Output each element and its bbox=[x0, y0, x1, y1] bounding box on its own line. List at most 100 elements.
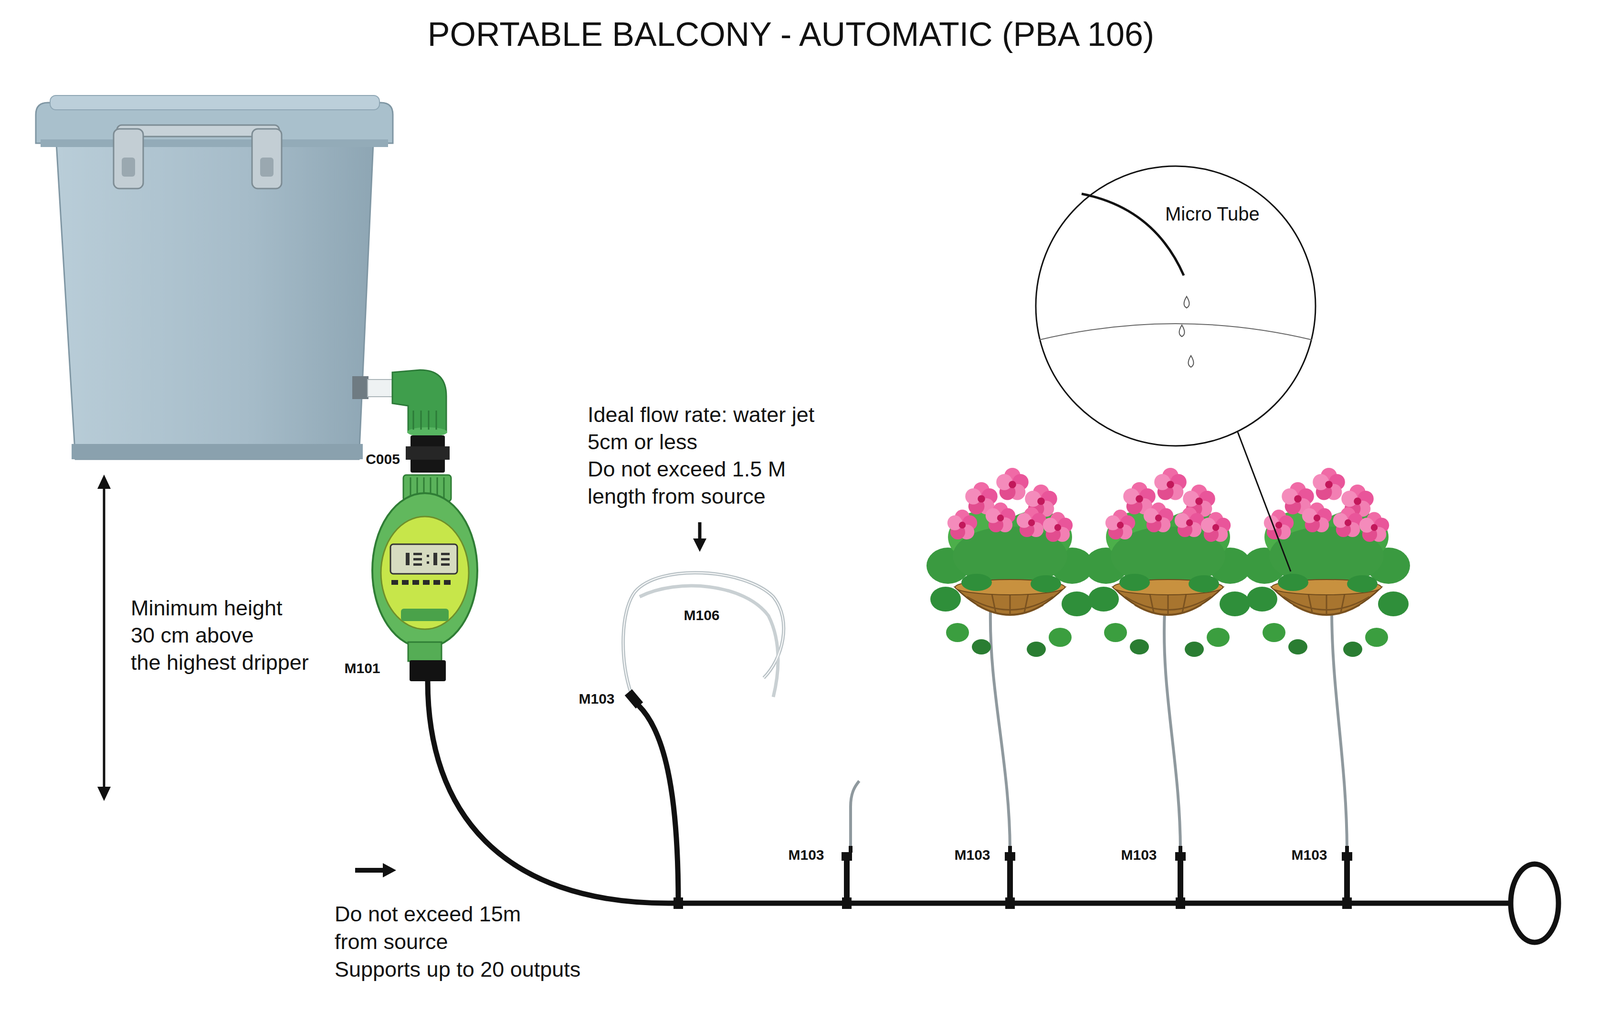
hanging-plants bbox=[926, 467, 1411, 657]
water-tank bbox=[56, 143, 374, 460]
flow-arrow bbox=[355, 867, 385, 873]
note-text: Minimum height 30 cm above the highest d… bbox=[130, 594, 309, 676]
hanging-plants bbox=[1084, 467, 1252, 657]
m106-coil bbox=[623, 572, 784, 694]
tee-connectors bbox=[1344, 859, 1350, 904]
water-timer bbox=[441, 563, 450, 566]
part-number: M103 bbox=[578, 690, 615, 708]
leader-line bbox=[1237, 431, 1291, 572]
diagram-title: PORTABLE BALCONY - AUTOMATIC (PBA 106) bbox=[427, 14, 1155, 55]
water-timer bbox=[412, 579, 420, 585]
main-tube bbox=[673, 897, 684, 909]
flow-arrow bbox=[355, 863, 397, 878]
main-tube bbox=[638, 705, 679, 904]
water-timer bbox=[413, 557, 422, 561]
height-arrow bbox=[103, 486, 106, 789]
note-text: Do not exceed 1.5 M bbox=[587, 455, 815, 483]
water-timer bbox=[433, 552, 438, 566]
tee-connectors bbox=[1004, 852, 1016, 861]
tee-connectors bbox=[842, 897, 852, 909]
water-timer bbox=[372, 474, 478, 682]
water-timer bbox=[401, 579, 409, 585]
height-arrow bbox=[97, 786, 111, 801]
tee-connectors bbox=[1341, 852, 1353, 861]
part-number: C005 bbox=[365, 450, 400, 468]
tee-connectors bbox=[843, 859, 850, 904]
magnifier-circle-outline bbox=[1035, 166, 1316, 446]
magnifier-circle-outline bbox=[1184, 296, 1190, 308]
note-text: Supports up to 20 outputs bbox=[334, 955, 581, 984]
tee-connectors bbox=[1008, 845, 1012, 853]
part-number: M103 bbox=[954, 846, 990, 864]
hanging-plants bbox=[926, 467, 1094, 657]
water-timer bbox=[433, 579, 441, 585]
c005-adapter bbox=[405, 446, 450, 460]
water-tank bbox=[35, 95, 393, 460]
magnifier-circle-outline bbox=[1188, 355, 1194, 368]
water-tank bbox=[71, 443, 363, 460]
callout-label: Micro Tube bbox=[1165, 203, 1260, 225]
note-text: 30 cm above bbox=[130, 621, 309, 649]
micro-tubes bbox=[850, 610, 1348, 853]
part-number: M106 bbox=[683, 606, 720, 624]
water-timer bbox=[408, 642, 442, 662]
water-tank bbox=[40, 139, 389, 148]
tee-connectors bbox=[841, 845, 1353, 909]
tee-connectors bbox=[1177, 859, 1184, 904]
magnifier-circle-outline bbox=[1179, 325, 1185, 337]
tank-outlet bbox=[352, 376, 369, 400]
note-text: Ideal flow rate: water jet bbox=[587, 400, 815, 429]
water-tank bbox=[260, 157, 274, 177]
note-text: 5cm or less bbox=[587, 428, 815, 456]
hanging-plants bbox=[1242, 467, 1411, 657]
note-text: Minimum height bbox=[130, 594, 309, 622]
tee-connectors bbox=[1005, 897, 1015, 909]
water-timer bbox=[380, 516, 469, 630]
m106-coil bbox=[623, 572, 784, 694]
note-text: from source bbox=[334, 927, 581, 956]
magnifier-circle-outline bbox=[1039, 323, 1313, 340]
water-timer bbox=[400, 608, 449, 622]
water-timer bbox=[409, 660, 446, 682]
pointer-arrow bbox=[698, 522, 702, 541]
micro-tubes bbox=[990, 610, 1011, 853]
water-timer bbox=[426, 561, 430, 564]
tank-outlet bbox=[367, 379, 395, 397]
main-tube bbox=[1510, 863, 1559, 943]
water-timer bbox=[413, 552, 422, 556]
m106-coil bbox=[639, 585, 779, 697]
elbow-fitting bbox=[392, 369, 448, 437]
water-timer bbox=[372, 493, 478, 648]
part-number: M103 bbox=[788, 846, 824, 864]
leader-line bbox=[1237, 431, 1291, 572]
water-timer bbox=[426, 554, 430, 558]
water-tank bbox=[252, 128, 282, 189]
height-arrow bbox=[97, 474, 111, 489]
elbow-fitting bbox=[392, 369, 447, 432]
water-timer bbox=[441, 552, 450, 556]
tee-connectors bbox=[1342, 897, 1352, 909]
note-text: Do not exceed 15m bbox=[334, 900, 581, 928]
water-tank bbox=[113, 128, 144, 189]
main-tube bbox=[624, 689, 643, 709]
micro-tubes bbox=[1164, 610, 1181, 853]
height-arrow bbox=[97, 474, 111, 801]
main-tube bbox=[427, 681, 1559, 943]
main-tube bbox=[427, 681, 1512, 904]
tee-connectors bbox=[848, 845, 853, 853]
water-timer bbox=[441, 557, 450, 561]
micro-tubes bbox=[850, 780, 860, 853]
m106-coil bbox=[623, 572, 784, 697]
water-tank bbox=[121, 157, 136, 177]
tee-connectors bbox=[841, 852, 853, 861]
water-tank bbox=[50, 95, 380, 110]
part-number: M103 bbox=[1120, 846, 1157, 864]
water-timer bbox=[405, 552, 410, 566]
water-timer bbox=[413, 563, 422, 566]
c005-adapter bbox=[405, 435, 450, 473]
tee-connectors bbox=[1175, 897, 1186, 909]
tee-connectors bbox=[1178, 845, 1183, 853]
water-timer bbox=[390, 544, 458, 574]
note-text: the highest dripper bbox=[130, 648, 309, 676]
